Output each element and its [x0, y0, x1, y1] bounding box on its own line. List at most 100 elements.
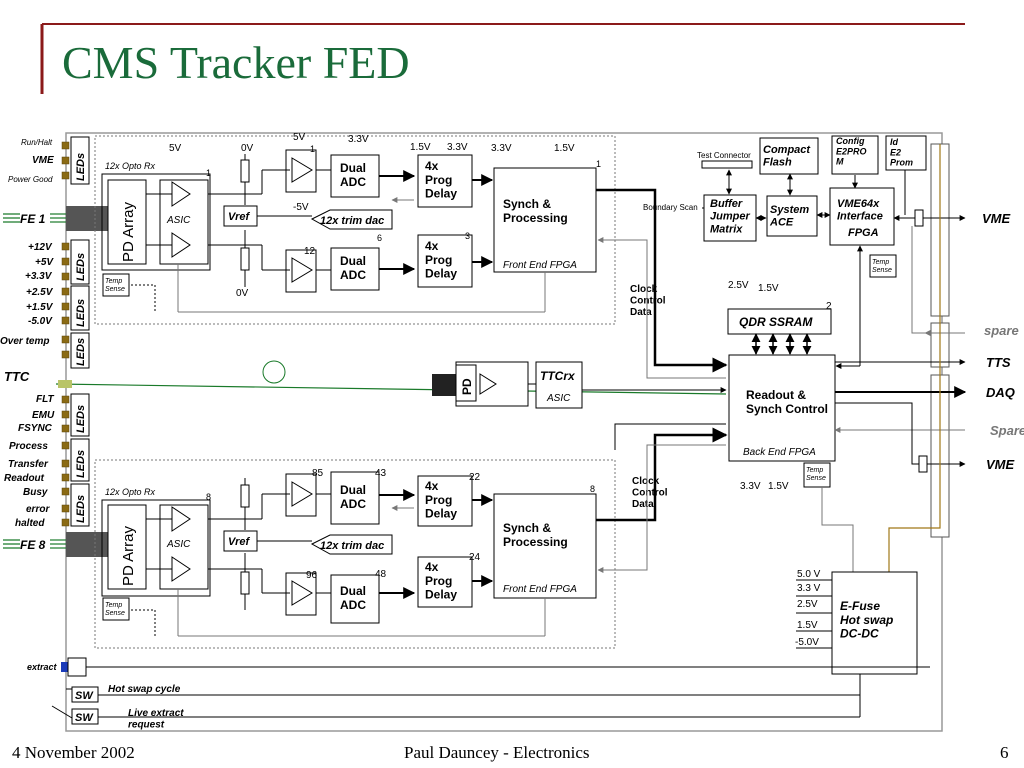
- svg-text:2: 2: [826, 301, 832, 312]
- svg-text:12x Opto Rx: 12x Opto Rx: [105, 487, 156, 497]
- svg-text:Vref: Vref: [228, 211, 251, 223]
- busy-label: Busy: [23, 487, 48, 498]
- svg-text:TTCrx: TTCrx: [540, 369, 576, 383]
- page-number: 6: [1000, 743, 1009, 762]
- svg-text:1.5V: 1.5V: [758, 283, 779, 294]
- fsync-label: FSYNC: [18, 423, 53, 434]
- svg-text:ASIC: ASIC: [546, 393, 571, 404]
- p5v-label: +5V: [35, 257, 54, 268]
- svg-text:FE 8: FE 8: [20, 538, 46, 552]
- svg-text:LEDs: LEDs: [75, 253, 87, 281]
- svg-text:LEDs: LEDs: [75, 405, 87, 433]
- vme-bottom-label: VME: [986, 457, 1015, 472]
- fe8-count-3: 96: [306, 570, 318, 581]
- svg-text:-5V: -5V: [293, 202, 309, 213]
- spare2-label: Spare: [990, 423, 1024, 438]
- spare-label: spare: [984, 323, 1019, 338]
- fe1-count-6: 1: [596, 159, 601, 169]
- svg-text:Front End FPGA: Front End FPGA: [503, 260, 577, 271]
- svg-text:Readout &Synch Control: Readout &Synch Control: [746, 388, 828, 416]
- m50v-label: -5.0V: [28, 316, 53, 327]
- flt-label: FLT: [36, 394, 54, 405]
- vme-top-label: VME: [982, 211, 1011, 226]
- fe1-count-3: 12: [304, 246, 316, 257]
- rail-15v: 1.5V: [797, 620, 818, 631]
- error-label: error: [26, 504, 50, 515]
- svg-text:Front End FPGA: Front End FPGA: [503, 584, 577, 595]
- footer-date: 4 November 2002: [12, 743, 135, 762]
- svg-text:3.3V: 3.3V: [447, 142, 468, 153]
- svg-text:PD Array: PD Array: [120, 525, 137, 586]
- fe8-count-8: 8: [590, 484, 595, 494]
- svg-text:QDR SSRAM: QDR SSRAM: [739, 315, 813, 329]
- svg-text:ASIC: ASIC: [166, 539, 191, 550]
- front-end-module-8: 12x Opto Rx PD Array ASIC 8 Vref 85 96 1…: [94, 459, 616, 649]
- fe8-input: FE 8: [3, 532, 108, 557]
- run-halt-label: Run/Halt: [21, 138, 53, 147]
- ttc-path: PD TTCrx ASIC: [55, 360, 727, 409]
- svg-text:LEDs: LEDs: [75, 153, 87, 181]
- emu-label: EMU: [32, 410, 55, 421]
- svg-text:3.3V: 3.3V: [348, 134, 369, 145]
- svg-text:0V: 0V: [236, 288, 249, 299]
- rail-25v: 2.5V: [797, 599, 818, 610]
- vme-led-label: VME: [32, 155, 54, 166]
- p25v-label: +2.5V: [26, 287, 54, 298]
- svg-text:ASIC: ASIC: [166, 215, 191, 226]
- fe1-count-2: 1: [310, 144, 315, 154]
- svg-text:FE 1: FE 1: [20, 212, 46, 226]
- p12v-label: +12V: [28, 242, 53, 253]
- footer-author: Paul Dauncey - Electronics: [404, 743, 590, 762]
- svg-text:PD: PD: [460, 378, 474, 395]
- fe1-input: FE 1: [3, 206, 108, 231]
- power-good-label: Power Good: [8, 175, 53, 184]
- svg-text:SW: SW: [75, 690, 94, 702]
- p15v-label: +1.5V: [26, 302, 54, 313]
- svg-text:Back End FPGA: Back End FPGA: [743, 447, 816, 458]
- svg-text:Synch &Processing: Synch &Processing: [503, 521, 568, 549]
- rail-33v: 3.3 V: [797, 583, 821, 594]
- daq-label: DAQ: [986, 385, 1015, 400]
- p33v-label: +3.3V: [25, 271, 53, 282]
- svg-text:1.5V: 1.5V: [554, 143, 575, 154]
- svg-text:LEDs: LEDs: [75, 338, 87, 366]
- svg-text:0V: 0V: [241, 143, 254, 154]
- svg-text:LEDs: LEDs: [75, 495, 87, 523]
- svg-text:PD Array: PD Array: [120, 201, 137, 262]
- svg-text:12x trim dac: 12x trim dac: [320, 540, 384, 552]
- title-decoration: [40, 23, 965, 94]
- over-temp-label: Over temp: [0, 336, 49, 347]
- svg-text:12x Opto Rx: 12x Opto Rx: [105, 161, 156, 171]
- readout-label: Readout: [4, 473, 45, 484]
- svg-text:5V: 5V: [169, 143, 182, 154]
- halted-label: halted: [15, 518, 45, 529]
- extract-label: extract: [27, 662, 58, 672]
- fe8-count-6: 22: [469, 472, 481, 483]
- fe8-count-4: 43: [375, 468, 387, 479]
- rail-m50v: -5.0V: [795, 637, 819, 648]
- rail-50v: 5.0 V: [797, 569, 821, 580]
- front-end-module-1: 12x Opto Rx PD Array ASIC 1 5V 0V 0V Vre…: [94, 132, 616, 325]
- fe8-count-1: 8: [206, 492, 211, 502]
- fe-to-be-links: [596, 188, 728, 573]
